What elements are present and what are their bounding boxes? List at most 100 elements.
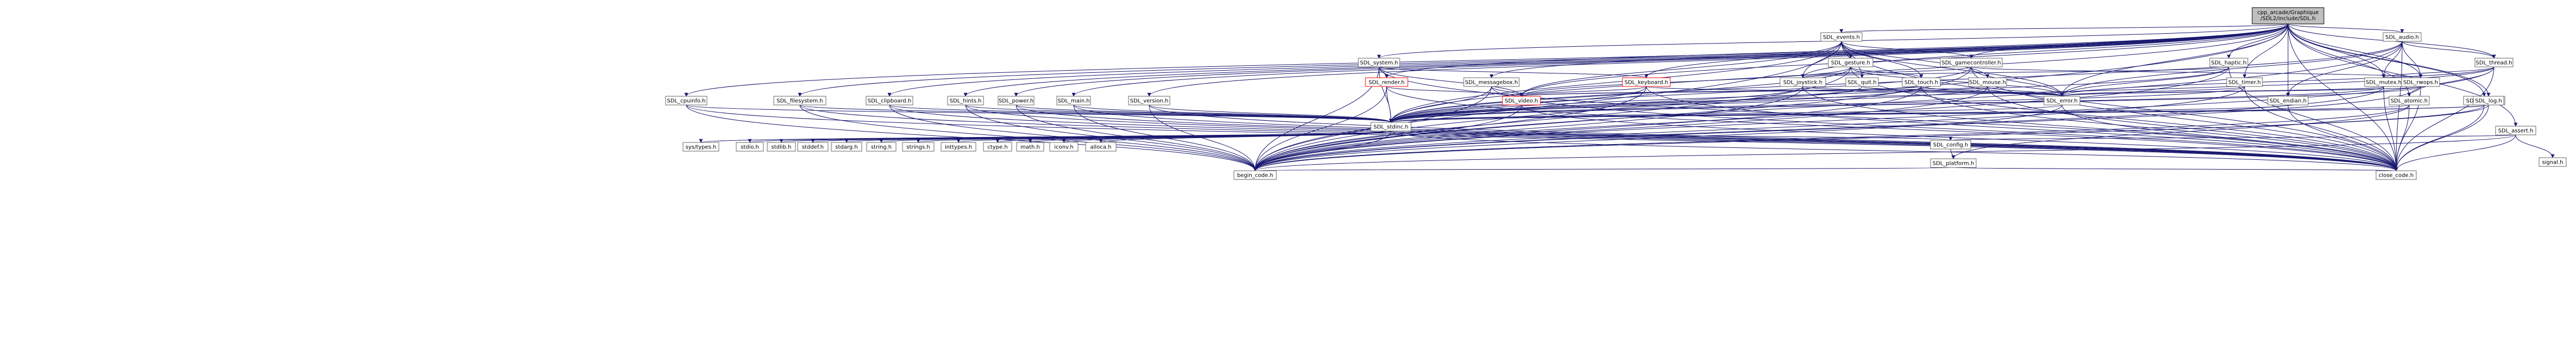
edge-sdl_system-to-sdl_video: [1378, 66, 1524, 97]
node-box: [2389, 96, 2430, 105]
node-label: SDL_system.h: [1360, 60, 1398, 66]
node-label: SDL_gamecontroller.h: [1941, 60, 2001, 66]
node-label: signal.h: [2542, 160, 2563, 166]
node-box: [773, 96, 826, 105]
node-sdl-thread[interactable]: SDL_thread.h: [2474, 58, 2514, 67]
node-sdl-system[interactable]: SDL_system.h: [1358, 58, 1400, 67]
node-label: SDL_error.h: [2046, 98, 2077, 104]
edge-sdl_render-to-sdl_stdinc: [1386, 86, 1393, 123]
node-stdarg[interactable]: stdarg.h: [831, 142, 862, 152]
edge-root-to-sdl_main: [1071, 23, 2289, 97]
node-sdl-atomic[interactable]: SDL_atomic.h: [2389, 96, 2430, 105]
edge-sdl_timer-to-sdl_stdinc: [1389, 86, 2245, 123]
node-label: SDL_cpuinfo.h: [667, 98, 706, 104]
node-close-code[interactable]: close_code.h: [2376, 170, 2417, 180]
node-label: SDL_filesystem.h: [776, 98, 823, 104]
node-label: SDL_version.h: [1130, 98, 1169, 104]
edge-root-to-sdl_clipboard: [887, 23, 2289, 97]
edge-sdl_assert-to-signal: [2515, 134, 2555, 158]
node-sdl-gamecontroller[interactable]: SDL_gamecontroller.h: [1940, 58, 2003, 67]
node-sdl-quit[interactable]: SDL_quit.h: [1845, 77, 1879, 87]
node-sdl-mutex[interactable]: SDL_mutex.h: [2364, 77, 2403, 87]
edge-sdl_platform-to-begin_code: [1255, 166, 1954, 171]
node-label: stdlib.h: [772, 145, 792, 151]
edge-root-to-sdl_events: [1840, 23, 2289, 33]
node-label: ctype.h: [987, 145, 1007, 151]
node-strings[interactable]: strings.h: [902, 142, 935, 152]
node-begin-code[interactable]: begin_code.h: [1233, 170, 1277, 180]
node-label: cpp_arcade/Graphique: [2258, 10, 2319, 16]
edge-root-to-sdl_version: [1147, 23, 2289, 97]
node-string[interactable]: string.h: [866, 142, 897, 152]
node-sdl-gesture[interactable]: SDL_gesture.h: [1828, 58, 1873, 67]
node-signal[interactable]: signal.h: [2539, 157, 2567, 167]
node-sdl-keyboard[interactable]: SDL_keyboard.h: [1622, 77, 1671, 87]
node-ctype[interactable]: ctype.h: [983, 142, 1012, 152]
node-label: SDL_mouse.h: [1969, 80, 2006, 86]
node-sdl-config[interactable]: SDL_config.h: [1930, 140, 1971, 150]
node-sdl-stdinc[interactable]: SDL_stdinc.h: [1370, 122, 1412, 132]
node-box: [665, 96, 707, 105]
node-sdl-cpuinfo[interactable]: SDL_cpuinfo.h: [665, 96, 707, 105]
node-sdl-messagebox[interactable]: SDL_messagebox.h: [1463, 77, 1520, 87]
node-label: SDL_log.h: [2475, 98, 2502, 104]
edge-sdl_atomic-to-begin_code: [1253, 104, 2410, 171]
node-sdl-main[interactable]: SDL_main.h: [1056, 96, 1091, 105]
node-label: SDL_clipboard.h: [868, 98, 911, 104]
node-iconv[interactable]: iconv.h: [1049, 142, 1079, 152]
node-stddef[interactable]: stddef.h: [797, 142, 829, 152]
node-sdl-error[interactable]: SDL_error.h: [2044, 96, 2080, 105]
node-label: SDL_mutex.h: [2366, 80, 2402, 86]
node-stdio[interactable]: stdio.h: [736, 142, 764, 152]
edge-sdl_events-to-sdl_video: [1519, 41, 1842, 97]
node-sdl-filesystem[interactable]: SDL_filesystem.h: [773, 96, 826, 105]
node-box: [797, 142, 829, 152]
node-sdl-log[interactable]: SDL_log.h: [2473, 96, 2504, 105]
node-label: SDL_endian.h: [2270, 98, 2307, 104]
edge-sdl_main-to-sdl_stdinc: [1073, 104, 1393, 123]
node-box: [1940, 58, 2003, 67]
edge-sdl_clipboard-to-sdl_stdinc: [889, 104, 1393, 123]
node-alloca[interactable]: alloca.h: [1085, 142, 1117, 152]
node-sdl-assert[interactable]: SDL_assert.h: [2495, 126, 2536, 135]
node-sdl-joystick[interactable]: SDL_joystick.h: [1779, 77, 1826, 87]
node-label: /SDL2/include/SDL.h: [2260, 16, 2315, 22]
node-sdl-endian[interactable]: SDL_endian.h: [2267, 96, 2309, 105]
node-label: stddef.h: [802, 145, 824, 151]
edge-sdl_rwops-to-sdl_error: [2060, 86, 2421, 97]
edge-root-to-begin_code: [1253, 23, 2289, 171]
edge-root-to-sdl_power: [1014, 23, 2289, 97]
node-sdl-version[interactable]: SDL_version.h: [1128, 96, 1170, 105]
edge-sdl_joystick-to-begin_code: [1253, 86, 1803, 171]
node-box: [2267, 96, 2309, 105]
edge-sdl_thread-to-close_code: [2394, 66, 2494, 171]
node-inttypes[interactable]: inttypes.h: [941, 142, 976, 152]
node-sdl-haptic[interactable]: SDL_haptic.h: [2209, 58, 2248, 67]
node-sdl-power[interactable]: SDL_power.h: [998, 96, 1035, 105]
node-sdl-video[interactable]: SDL_video.h: [1502, 96, 1541, 105]
node-stdlib[interactable]: stdlib.h: [767, 142, 796, 152]
node-label: SDL_events.h: [1823, 35, 1860, 41]
node-sdl-clipboard[interactable]: SDL_clipboard.h: [866, 96, 913, 105]
edge-sdl_gesture-to-sdl_stdinc: [1389, 66, 1851, 123]
node-sdl-audio[interactable]: SDL_audio.h: [2383, 32, 2422, 42]
node-sdl-timer[interactable]: SDL_timer.h: [2226, 77, 2263, 87]
node-box: [998, 96, 1035, 105]
node-sys-types[interactable]: sys/types.h: [682, 142, 719, 152]
node-box: [1828, 58, 1873, 67]
node-sdl-touch[interactable]: SDL_touch.h: [1902, 77, 1941, 87]
node-sdl-events[interactable]: SDL_events.h: [1820, 32, 1863, 42]
edge-sdl_audio-to-sdl_error: [2060, 41, 2403, 97]
node-sdl-hints[interactable]: SDL_hints.h: [947, 96, 984, 105]
node-sdl-mouse[interactable]: SDL_mouse.h: [1968, 77, 2007, 87]
node-label: SDL_thread.h: [2476, 60, 2512, 66]
node-sdl-render[interactable]: SDL_render.h: [1365, 77, 1408, 87]
node-sdl-platform[interactable]: SDL_platform.h: [1930, 158, 1977, 168]
node-box: [866, 96, 913, 105]
node-sdl-rwops[interactable]: SDL_rwops.h: [2401, 77, 2440, 87]
node-math[interactable]: math.h: [1016, 142, 1044, 152]
edge-sdl_touch-to-begin_code: [1253, 86, 1922, 171]
edge-sdl_mouse-to-sdl_video: [1520, 86, 1988, 97]
node-root[interactable]: cpp_arcade/Graphique/SDL2/include/SDL.h: [2252, 7, 2324, 24]
node-box: [1968, 77, 2007, 87]
